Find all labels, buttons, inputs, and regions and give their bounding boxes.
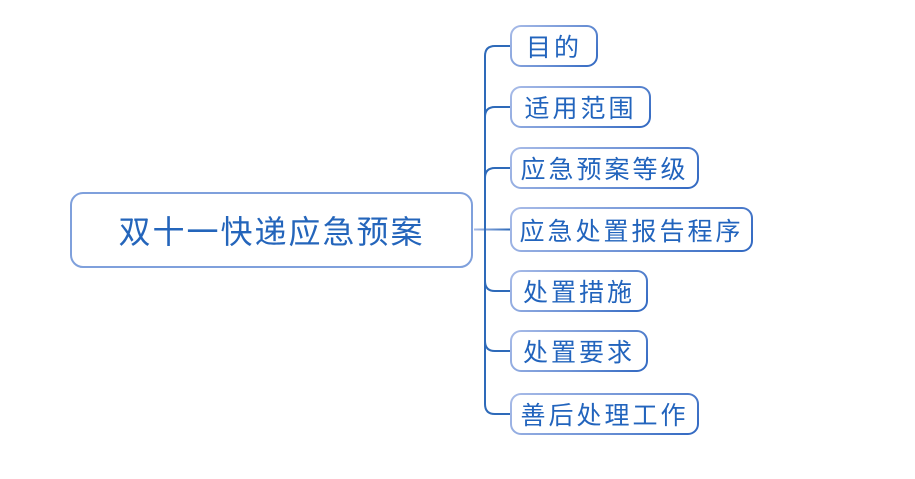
root-node-label: 双十一快递应急预案 (118, 214, 425, 250)
node-measures-label: 处置措施 (512, 272, 646, 310)
node-purpose-label: 目的 (512, 27, 596, 65)
node-aftermath[interactable]: 善后处理工作 (510, 393, 699, 435)
connector-branch-6 (484, 340, 511, 352)
node-measures[interactable]: 处置措施 (510, 270, 648, 312)
connector-branch-3 (484, 167, 511, 179)
node-scope-label: 适用范围 (512, 88, 649, 126)
node-requirements-label: 处置要求 (512, 332, 646, 370)
connector-trunk-top (484, 45, 511, 231)
node-scope[interactable]: 适用范围 (510, 86, 651, 128)
connector-branch-2 (484, 106, 511, 118)
node-report-procedure[interactable]: 应急处置报告程序 (510, 207, 753, 252)
root-node[interactable]: 双十一快递应急预案 (70, 192, 473, 268)
node-plan-levels[interactable]: 应急预案等级 (510, 147, 699, 189)
node-requirements[interactable]: 处置要求 (510, 330, 648, 372)
node-aftermath-label: 善后处理工作 (512, 395, 697, 433)
node-plan-levels-label: 应急预案等级 (512, 149, 697, 187)
node-purpose[interactable]: 目的 (510, 25, 598, 67)
connector-branch-5 (484, 280, 511, 292)
connector-trunk-bottom (484, 228, 511, 415)
node-report-procedure-label: 应急处置报告程序 (512, 209, 751, 250)
